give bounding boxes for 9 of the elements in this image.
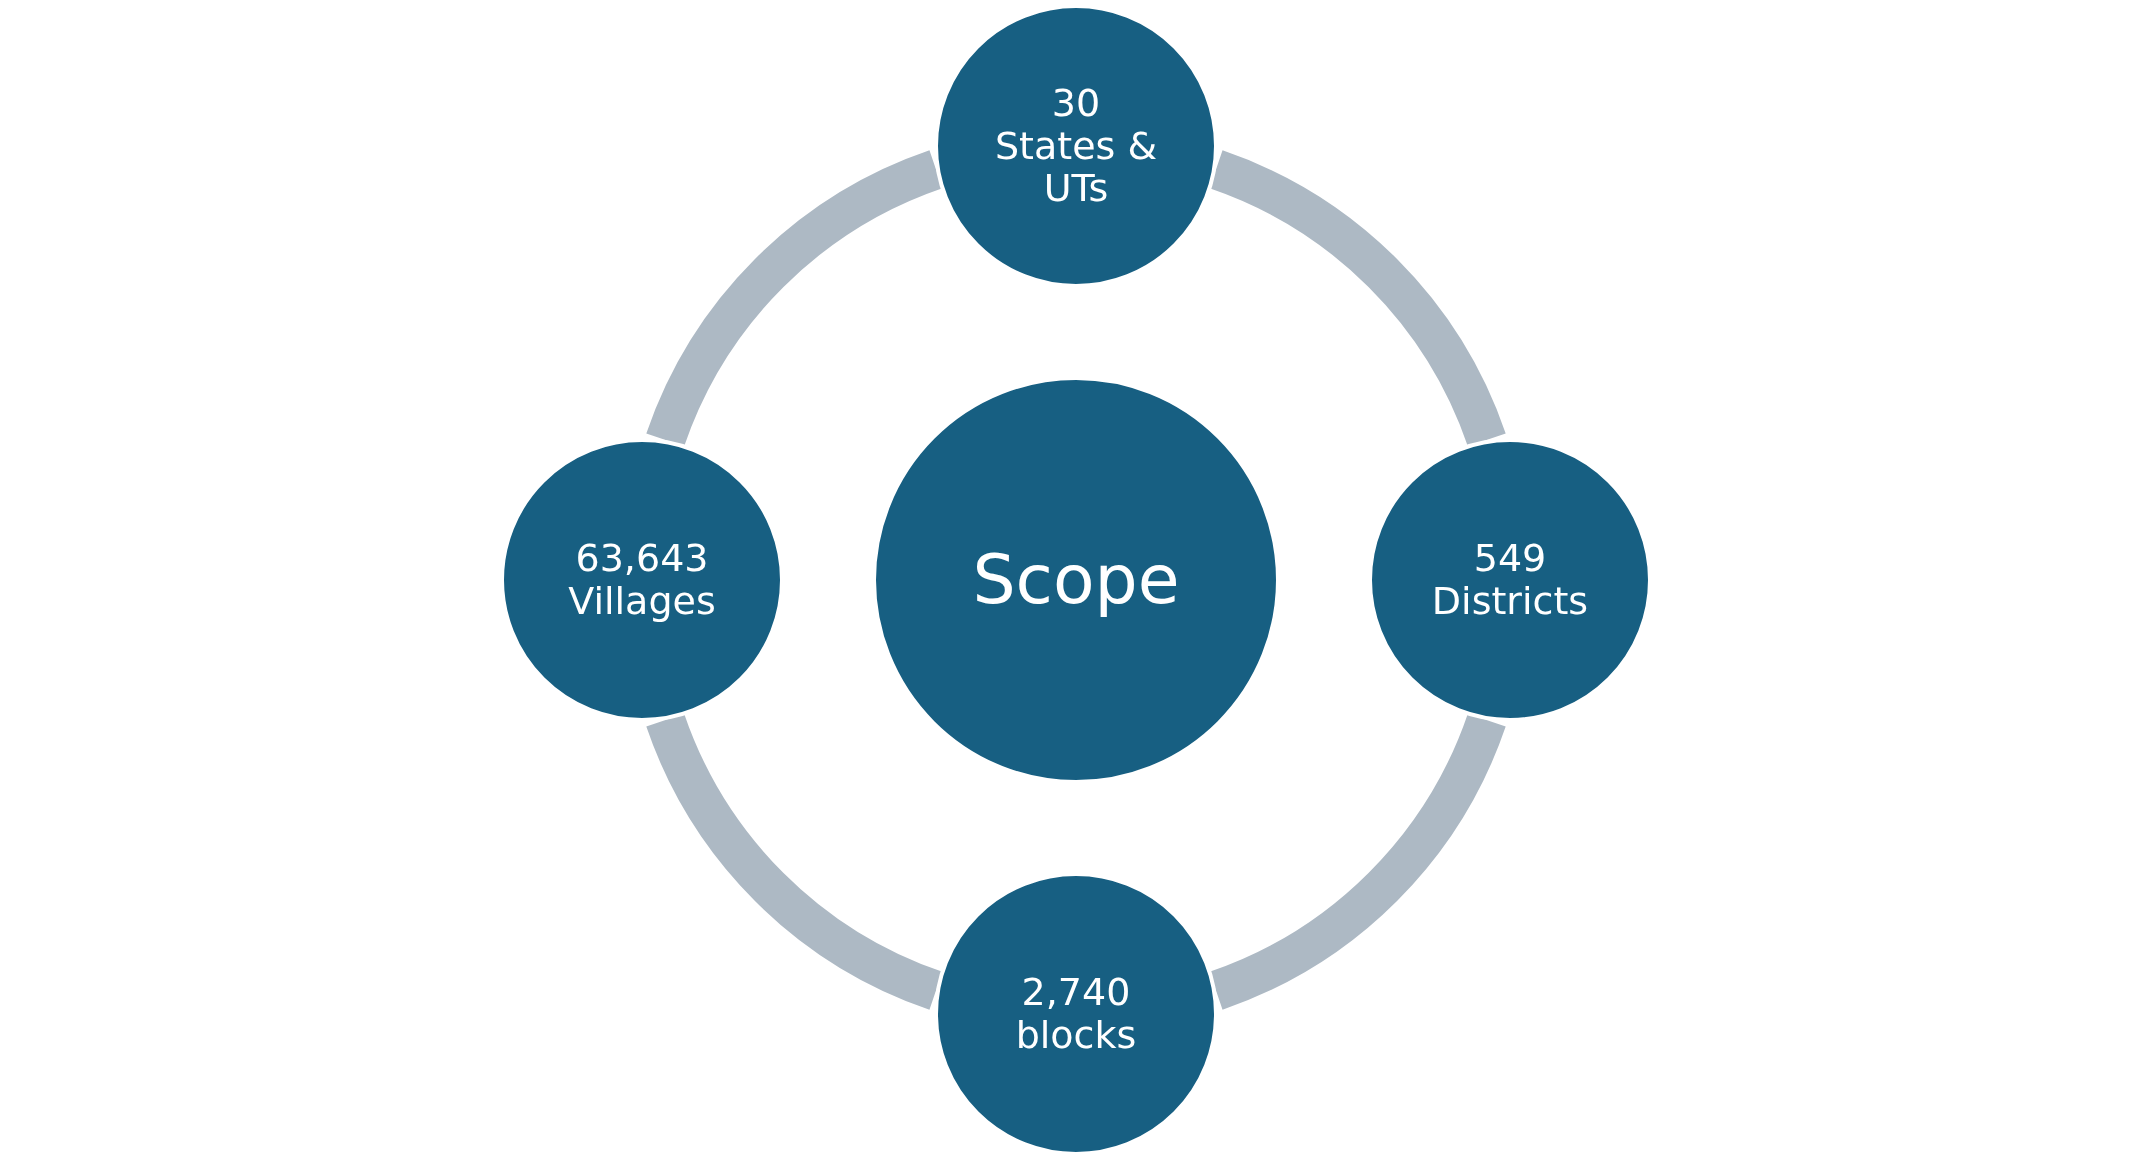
node-label: States & UTs — [993, 124, 1159, 210]
node-label: Districts — [1431, 580, 1589, 623]
node-label: 63,643 — [575, 537, 709, 580]
node-label: 30 — [1051, 82, 1101, 125]
node-label: 549 — [1473, 537, 1547, 580]
node-label: 2,740 — [1021, 971, 1131, 1014]
node-label: Scope — [972, 541, 1180, 619]
node-label: blocks — [1015, 1014, 1137, 1057]
node-label: Villages — [568, 580, 716, 623]
